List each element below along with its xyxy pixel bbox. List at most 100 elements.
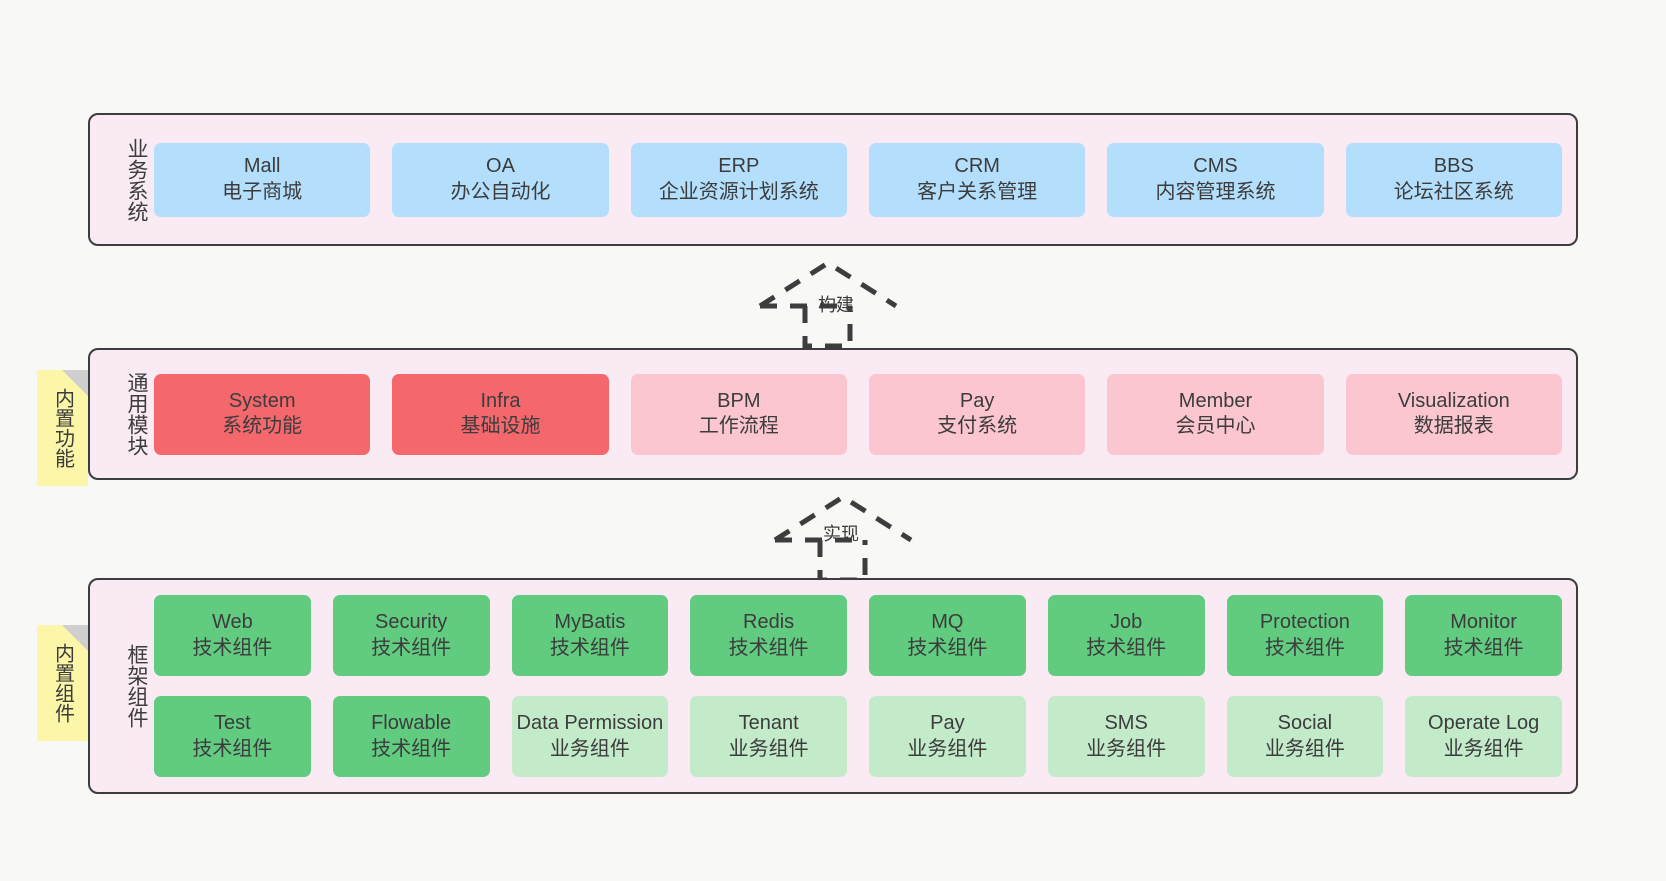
note-builtin-component: 内置组件 xyxy=(37,625,88,741)
node-mq[interactable]: MQ 技术组件 xyxy=(869,595,1026,676)
node-security-en: Security xyxy=(375,611,448,634)
build-arrowhead-icon xyxy=(758,260,898,309)
connector-build-label: 构建 xyxy=(818,295,854,315)
layer-business-systems: 业务系统 Mall 电子商城 OA 办公自动化 ERP 企业资源计划系统 CRM… xyxy=(88,113,1578,246)
node-data-permission-cn: 业务组件 xyxy=(549,737,630,760)
node-web[interactable]: Web 技术组件 xyxy=(154,595,311,676)
node-monitor[interactable]: Monitor 技术组件 xyxy=(1405,595,1562,676)
node-member-cn: 会员中心 xyxy=(1175,415,1256,437)
node-flowable[interactable]: Flowable 技术组件 xyxy=(332,696,490,777)
node-redis-cn: 技术组件 xyxy=(728,636,809,659)
node-infra[interactable]: Infra 基础设施 xyxy=(392,373,609,455)
node-member-en: Member xyxy=(1178,389,1253,412)
node-data-permission[interactable]: Data Permission 业务组件 xyxy=(511,696,669,777)
node-cms-en: CMS xyxy=(1193,155,1238,178)
node-tenant[interactable]: Tenant 业务组件 xyxy=(690,696,847,777)
node-tenant-cn: 业务组件 xyxy=(728,737,809,760)
layer-body-common: System 系统功能 Infra 基础设施 BPM 工作流程 Pay 支付系统… xyxy=(148,350,1576,478)
common-modules-row: System 系统功能 Infra 基础设施 BPM 工作流程 Pay 支付系统… xyxy=(154,373,1562,455)
node-crm[interactable]: CRM 客户关系管理 xyxy=(868,142,1086,217)
node-social-cn: 业务组件 xyxy=(1264,737,1345,760)
node-web-en: Web xyxy=(211,611,253,634)
node-flowable-en: Flowable xyxy=(371,712,452,735)
node-oa-en: OA xyxy=(486,155,515,178)
node-social-en: Social xyxy=(1277,712,1333,735)
node-job[interactable]: Job 技术组件 xyxy=(1047,595,1205,676)
node-monitor-en: Monitor xyxy=(1450,611,1517,634)
node-pay-module[interactable]: Pay 支付系统 xyxy=(868,373,1086,455)
layer-body-framework: Web 技术组件 Security 技术组件 MyBatis 技术组件 Redi… xyxy=(148,580,1576,792)
node-operate-log-en: Operate Log xyxy=(1428,712,1540,735)
node-oa-cn: 办公自动化 xyxy=(450,180,551,203)
node-system-cn: 系统功能 xyxy=(222,415,303,437)
node-erp-cn: 企业资源计划系统 xyxy=(658,180,819,203)
node-system-en: System xyxy=(228,389,296,412)
node-test-en: Test xyxy=(214,712,251,735)
node-redis[interactable]: Redis 技术组件 xyxy=(690,595,847,676)
node-redis-en: Redis xyxy=(743,611,795,634)
node-cms[interactable]: CMS 内容管理系统 xyxy=(1107,142,1324,217)
layer-title-framework: 框架组件 xyxy=(125,644,148,728)
layer-title-common: 通用模块 xyxy=(125,372,148,456)
implement-stem-icon xyxy=(817,540,868,583)
node-infra-en: Infra xyxy=(480,389,521,412)
node-mybatis[interactable]: MyBatis 技术组件 xyxy=(511,595,669,676)
node-member[interactable]: Member 会员中心 xyxy=(1107,373,1324,455)
node-infra-cn: 基础设施 xyxy=(460,415,541,437)
node-security[interactable]: Security 技术组件 xyxy=(332,595,490,676)
node-security-cn: 技术组件 xyxy=(371,636,452,659)
node-crm-cn: 客户关系管理 xyxy=(917,180,1038,203)
node-bpm-cn: 工作流程 xyxy=(698,415,779,437)
node-sms[interactable]: SMS 业务组件 xyxy=(1047,696,1205,777)
layer-common-modules: 通用模块 System 系统功能 Infra 基础设施 BPM 工作流程 Pay… xyxy=(88,348,1578,480)
node-pay-module-en: Pay xyxy=(959,389,995,412)
node-test-cn: 技术组件 xyxy=(192,737,273,760)
layer-body-business: Mall 电子商城 OA 办公自动化 ERP 企业资源计划系统 CRM 客户关系… xyxy=(148,115,1576,244)
node-test[interactable]: Test 技术组件 xyxy=(154,696,311,777)
implement-arrowhead-icon xyxy=(773,494,913,543)
node-mall[interactable]: Mall 电子商城 xyxy=(154,142,371,217)
business-systems-row: Mall 电子商城 OA 办公自动化 ERP 企业资源计划系统 CRM 客户关系… xyxy=(154,142,1562,217)
node-social[interactable]: Social 业务组件 xyxy=(1226,696,1384,777)
node-bbs[interactable]: BBS 论坛社区系统 xyxy=(1345,142,1562,217)
node-mybatis-cn: 技术组件 xyxy=(549,636,630,659)
node-mq-en: MQ xyxy=(931,611,964,634)
node-data-permission-en: Data Permission xyxy=(516,712,664,735)
layer-framework-components: 框架组件 Web 技术组件 Security 技术组件 MyBatis 技术组件… xyxy=(88,578,1578,794)
node-bbs-en: BBS xyxy=(1433,155,1474,178)
node-bbs-cn: 论坛社区系统 xyxy=(1393,180,1514,203)
node-bpm[interactable]: BPM 工作流程 xyxy=(630,373,847,455)
node-pay-component-en: Pay xyxy=(930,712,965,735)
connector-build xyxy=(755,258,905,349)
node-mall-en: Mall xyxy=(243,155,281,178)
node-mq-cn: 技术组件 xyxy=(907,636,988,659)
node-sms-cn: 业务组件 xyxy=(1086,737,1167,760)
node-pay-component[interactable]: Pay 业务组件 xyxy=(869,696,1026,777)
framework-business-row: Test 技术组件 Flowable 技术组件 Data Permission … xyxy=(154,696,1562,777)
node-mybatis-en: MyBatis xyxy=(554,611,626,634)
node-visualization-cn: 数据报表 xyxy=(1413,415,1494,437)
node-system[interactable]: System 系统功能 xyxy=(154,373,371,455)
node-erp[interactable]: ERP 企业资源计划系统 xyxy=(630,142,847,217)
node-oa[interactable]: OA 办公自动化 xyxy=(392,142,609,217)
framework-tech-row: Web 技术组件 Security 技术组件 MyBatis 技术组件 Redi… xyxy=(154,595,1562,676)
node-visualization[interactable]: Visualization 数据报表 xyxy=(1345,373,1562,455)
build-stem-icon xyxy=(802,306,853,349)
node-operate-log[interactable]: Operate Log 业务组件 xyxy=(1405,696,1562,777)
node-protection[interactable]: Protection 技术组件 xyxy=(1226,595,1384,676)
node-visualization-en: Visualization xyxy=(1397,389,1510,412)
node-tenant-en: Tenant xyxy=(738,712,799,735)
node-monitor-cn: 技术组件 xyxy=(1443,636,1524,659)
node-web-cn: 技术组件 xyxy=(192,636,273,659)
node-protection-en: Protection xyxy=(1259,611,1350,634)
note-builtin-component-text: 内置组件 xyxy=(51,643,74,723)
note-builtin-function-text: 内置功能 xyxy=(51,388,74,468)
node-job-en: Job xyxy=(1110,611,1143,634)
layer-title-business: 业务系统 xyxy=(125,137,148,222)
node-operate-log-cn: 业务组件 xyxy=(1443,737,1524,760)
node-protection-cn: 技术组件 xyxy=(1264,636,1345,659)
node-sms-en: SMS xyxy=(1104,712,1148,735)
node-mall-cn: 电子商城 xyxy=(222,180,303,203)
node-bpm-en: BPM xyxy=(717,389,761,412)
node-pay-module-cn: 支付系统 xyxy=(937,415,1018,437)
